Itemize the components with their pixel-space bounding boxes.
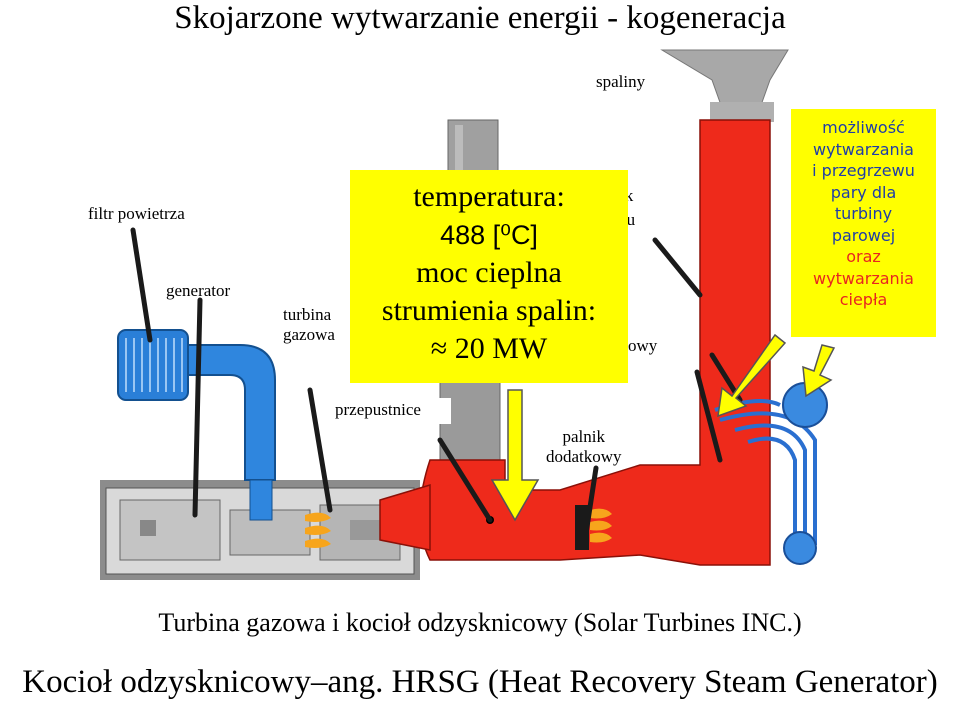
- hrsg-boiler: [379, 119, 771, 566]
- label-filtr-powietrza: filtr powietrza: [88, 204, 185, 223]
- info-temperature-value: 488 [⁰C]: [440, 220, 538, 250]
- diagonal-arrow-left: [717, 333, 787, 418]
- info-temperature-label: temperatura:: [413, 180, 565, 213]
- info-heat-label: moc cieplna: [416, 256, 562, 289]
- heat-info-line9: ciepła: [839, 290, 888, 309]
- info-heat-value: ≈ 20 MW: [430, 332, 548, 365]
- label-turbina-gazowa: turbina gazowa: [283, 305, 335, 344]
- label-palnik-dodatkowy: palnik dodatkowy: [546, 427, 622, 466]
- figure-caption: Turbina gazowa i kocioł odzysknicowy (So…: [158, 608, 802, 637]
- steam-info-line4: pary dla: [830, 182, 897, 202]
- combustor-flames: [305, 512, 331, 548]
- steam-info-line3: i przegrzewu: [812, 161, 915, 180]
- steam-info-box: możliwość wytwarzania i przegrzewu pary …: [791, 109, 936, 337]
- label-generator: generator: [166, 281, 231, 300]
- steam-info-line5: turbiny: [834, 204, 893, 223]
- steam-info-line6: parowej: [831, 225, 896, 245]
- down-arrow: [490, 389, 540, 522]
- pointer-lines: [130, 227, 743, 543]
- info-heat-label-2: strumienia spalin:: [381, 294, 597, 327]
- steam-info-line1: możliwość: [822, 118, 905, 137]
- exhaust-info-box: temperatura: 488 [⁰C] moc cieplna strumi…: [350, 170, 628, 383]
- hrsg-caption: Kocioł odzysknicowy–ang. HRSG (Heat Reco…: [22, 664, 938, 700]
- heat-info-line8: wytwarzania: [813, 268, 914, 288]
- exhaust-stack: [710, 102, 774, 122]
- yellow-arrows: [490, 333, 836, 522]
- heat-info-line7: oraz: [846, 247, 881, 266]
- steam-info-line2: wytwarzania: [813, 139, 914, 159]
- label-spaliny: spaliny: [596, 72, 646, 91]
- lower-drum: [783, 531, 817, 565]
- label-przepustnice: przepustnice: [335, 398, 451, 424]
- air-filter: [117, 329, 276, 521]
- label-partial-owy: owy: [628, 336, 658, 355]
- page-title: Skojarzone wytwarzanie energii - kogener…: [174, 0, 786, 36]
- diagonal-arrow-right: [802, 344, 836, 398]
- exhaust-funnel: [660, 49, 789, 109]
